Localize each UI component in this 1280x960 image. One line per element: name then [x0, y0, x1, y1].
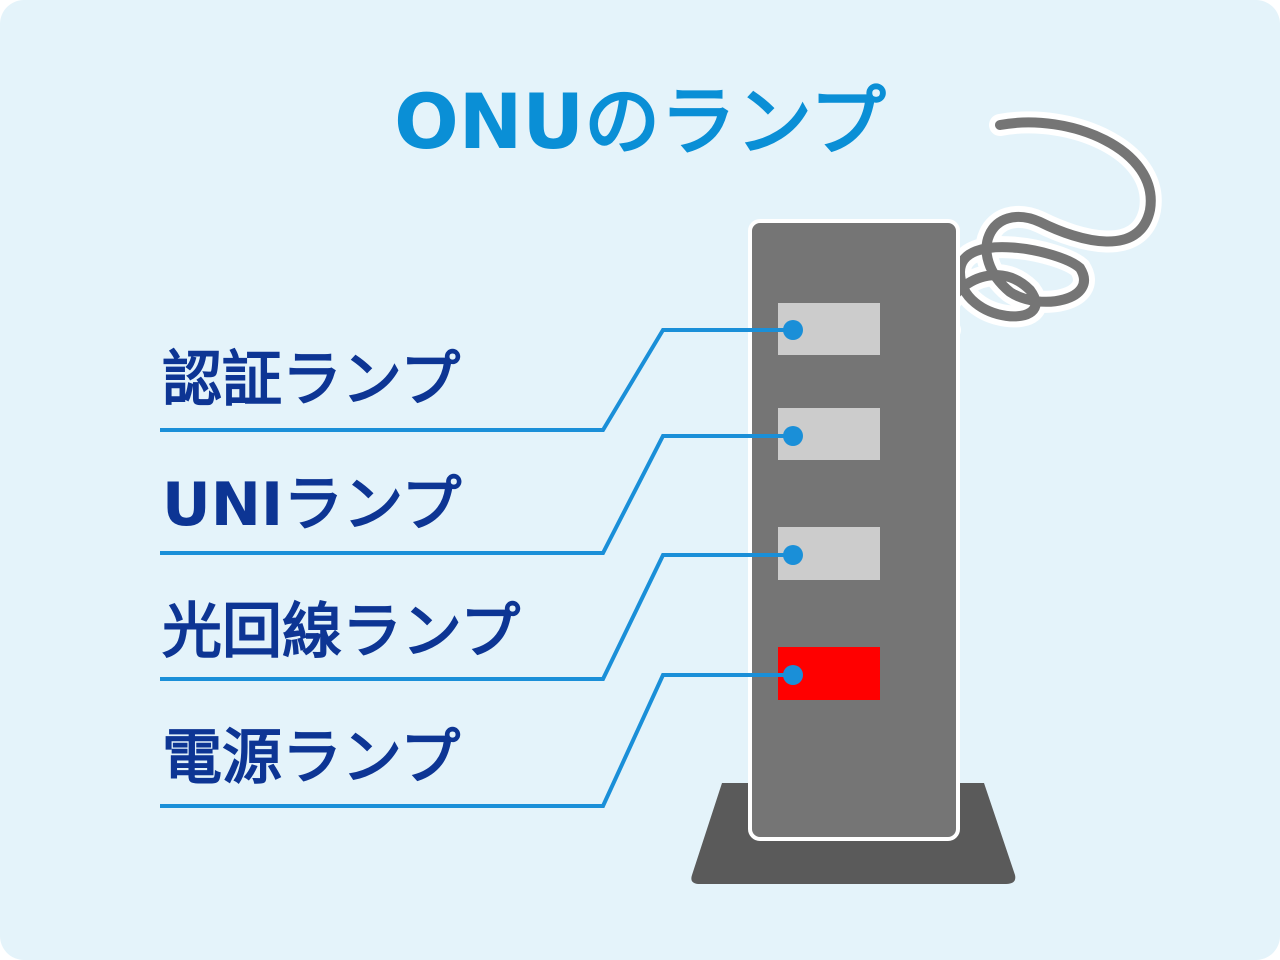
leader-line-uni	[160, 426, 803, 555]
leader-line-optical-line	[160, 545, 803, 681]
cable-icon	[935, 111, 1162, 341]
leader-line-power	[160, 665, 803, 808]
label-power-lamp: 電源ランプ	[162, 723, 460, 793]
leader-line-authentication	[160, 320, 803, 432]
diagram-title: ONUのランプ	[394, 77, 886, 166]
label-optical-line-lamp: 光回線ランプ	[162, 597, 520, 667]
label-uni-lamp: UNIランプ	[162, 470, 461, 540]
label-authentication-lamp: 認証ランプ	[162, 345, 460, 415]
